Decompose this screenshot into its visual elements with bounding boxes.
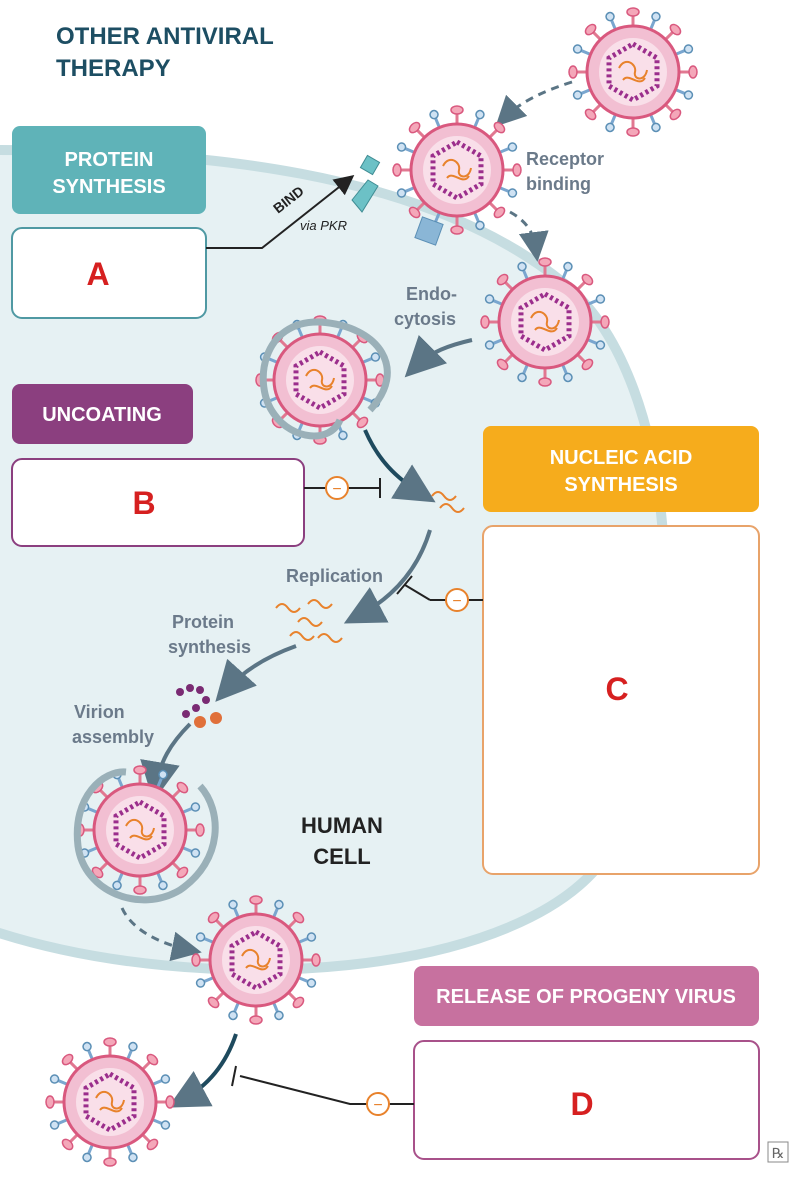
arrow-approach xyxy=(495,80,573,127)
virus-genome xyxy=(241,948,271,971)
uncoating-header-text: UNCOATING xyxy=(42,404,162,426)
protein-synthesis-label-1: Protein xyxy=(172,612,234,632)
endocytosis-label-2: cytosis xyxy=(394,309,456,329)
answer-box-d[interactable] xyxy=(413,1040,760,1160)
release-header xyxy=(414,966,759,1026)
replication-label: Replication xyxy=(286,566,383,586)
protein-synthesis-header xyxy=(12,126,206,214)
rna-replicated xyxy=(275,599,343,643)
arrow-endocytosis xyxy=(404,334,473,378)
virus-spikes xyxy=(191,895,321,1025)
nucleic-acid-header-line-1: NUCLEIC ACID xyxy=(550,447,693,469)
endosome-membrane xyxy=(259,318,391,440)
virus-capsid xyxy=(83,1071,137,1133)
receptor-binding-label-2: binding xyxy=(526,174,591,194)
nucleic-acid-header xyxy=(483,426,759,512)
virus-released xyxy=(45,1037,175,1167)
protein-synthesis-label-2: synthesis xyxy=(168,637,251,657)
protein-synthesis-header-line-1: PROTEIN xyxy=(65,149,154,171)
pkr-receptor xyxy=(351,179,379,213)
rx-badge xyxy=(767,1141,789,1163)
virus-capsid xyxy=(293,349,347,411)
release-inhibit-bar xyxy=(231,1065,237,1087)
virus-genome xyxy=(530,310,560,333)
answer-label-d: D xyxy=(570,1086,593,1122)
assembly-vesicle-membrane xyxy=(73,768,219,904)
virus-genome xyxy=(442,158,472,181)
human-cell-label-2: CELL xyxy=(313,844,370,869)
virus-capsid xyxy=(229,929,283,991)
virus-spikes xyxy=(392,105,522,235)
pkr-receptor-small xyxy=(359,154,381,176)
virus-capsid xyxy=(113,799,167,861)
release-inhibit-minus: − xyxy=(373,1097,382,1114)
arrow-to-endocytosis xyxy=(509,210,549,262)
bind-connector-line xyxy=(206,175,355,249)
virus-spikes xyxy=(45,1037,175,1167)
answer-label-b: B xyxy=(132,485,155,521)
virus-spikes xyxy=(75,765,205,895)
arrow-budding xyxy=(120,907,202,962)
uncoating-inhibit-minus: − xyxy=(332,481,341,498)
receptor-binding-label-1: Receptor xyxy=(526,149,604,169)
virion-assembly-label-1: Virion xyxy=(74,702,125,722)
via-pkr-label: via PKR xyxy=(300,218,347,233)
arrow-protein-synthesis xyxy=(215,644,297,702)
virus-assembly xyxy=(75,765,205,895)
human-cell-label-1: HUMAN xyxy=(301,813,383,838)
nucleic-inhibit-minus: − xyxy=(452,593,461,610)
virus-genome xyxy=(618,60,648,83)
nucleic-inhibit-bar xyxy=(396,575,413,595)
uncoating-header xyxy=(12,384,193,444)
arrow-assembly xyxy=(140,722,192,802)
endocytosis-label-1: Endo- xyxy=(406,284,457,304)
release-inhibit-symbol xyxy=(366,1092,390,1116)
viral-proteins xyxy=(176,684,222,728)
release-inhibit-line xyxy=(239,1075,414,1105)
nucleic-acid-header-line-2: SYNTHESIS xyxy=(564,474,677,496)
answer-label-c: C xyxy=(605,671,628,707)
nucleic-inhibit-symbol xyxy=(445,588,469,612)
virus-endocytosis xyxy=(480,257,610,387)
virus-genome xyxy=(95,1090,125,1113)
rx-icon: ℞ xyxy=(772,1146,785,1162)
answer-box-c[interactable] xyxy=(482,525,760,875)
virus-genome xyxy=(125,818,155,841)
virus-capsid xyxy=(606,41,660,103)
answer-box-b[interactable] xyxy=(11,458,305,547)
answer-label-a: A xyxy=(86,256,109,292)
virus-capsid xyxy=(430,139,484,201)
rna-uncoated xyxy=(431,491,465,513)
virus-spikes xyxy=(480,257,610,387)
cell-receptor xyxy=(414,216,444,246)
answer-box-a[interactable] xyxy=(11,227,207,319)
virus-receptor-binding xyxy=(392,105,522,235)
protein-synthesis-header-line-2: SYNTHESIS xyxy=(52,176,165,198)
virus-spikes xyxy=(568,7,698,137)
virus-capsid xyxy=(518,291,572,353)
arrow-release xyxy=(167,1033,238,1108)
arrow-uncoating xyxy=(363,429,436,503)
uncoating-inhibit-symbol xyxy=(325,476,349,500)
virus-genome xyxy=(305,368,335,391)
virus-budding xyxy=(191,895,321,1025)
virus-extracellular xyxy=(568,7,698,137)
release-header-text: RELEASE OF PROGENY VIRUS xyxy=(436,986,736,1008)
virion-assembly-label-2: assembly xyxy=(72,727,154,747)
arrow-replication xyxy=(343,529,432,624)
page-title-line-2: THERAPY xyxy=(56,55,171,82)
page-title-line-1: OTHER ANTIVIRAL xyxy=(56,23,274,50)
nucleic-inhibit-diag xyxy=(404,584,431,601)
